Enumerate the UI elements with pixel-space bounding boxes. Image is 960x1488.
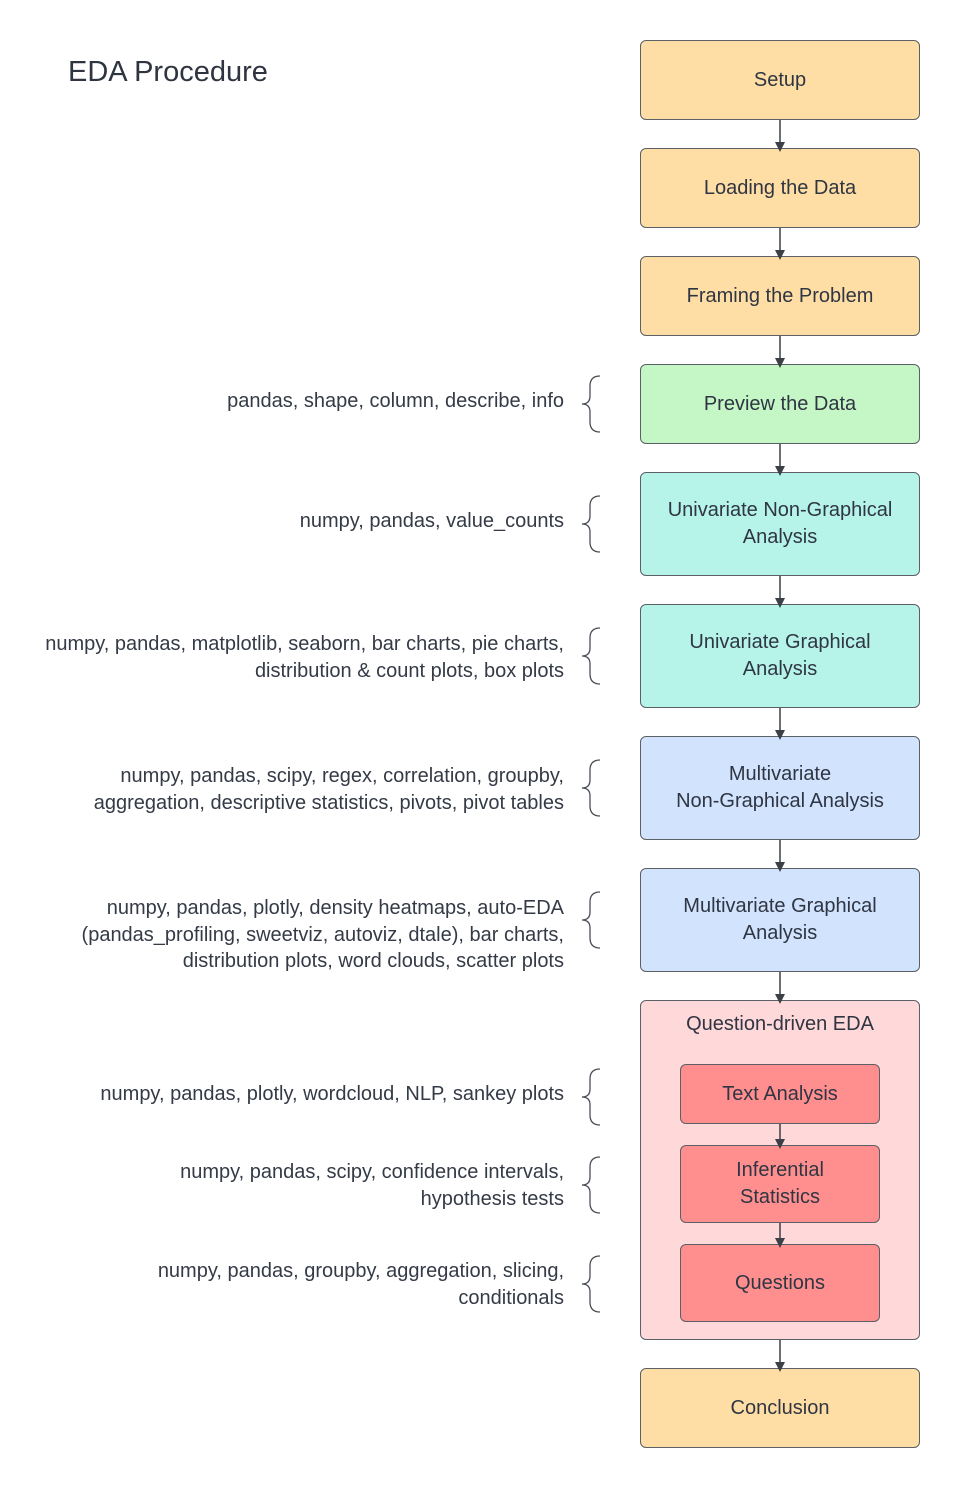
brace-text-analysis [581, 1068, 601, 1126]
note-questions: numpy, pandas, groupby, aggregation, sli… [157, 1260, 564, 1309]
step-questions-label: Questions [734, 1271, 826, 1294]
step-conclusion-label: Conclusion [730, 1396, 830, 1419]
note-text-analysis: numpy, pandas, plotly, wordcloud, NLP, s… [100, 1083, 564, 1105]
brace-preview-data [581, 375, 601, 433]
question-driven-eda-label: Question-driven EDA [686, 1013, 874, 1035]
step-text-analysis-label: Text Analysis [722, 1082, 838, 1105]
step-questions: Questions [680, 1244, 880, 1322]
note-univariate-graphical: numpy, pandas, matplotlib, seaborn, bar … [45, 633, 564, 682]
note-multivariate-nongraphical: numpy, pandas, scipy, regex, correlation… [93, 765, 564, 814]
step-inferential-statistics-label: Inferential Statistics [736, 1159, 824, 1208]
step-multivariate-nongraphical-line1: Multivariate [728, 763, 832, 785]
brace-questions [581, 1255, 601, 1313]
step-multivariate-graphical: Multivariate Graphical Analysis [640, 868, 920, 972]
step-preview-data-label: Preview the Data [703, 392, 857, 415]
step-multivariate-nongraphical: Multivariate Non-Graphical Analysis [640, 736, 920, 840]
note-univariate-nongraphical: numpy, pandas, value_counts [299, 510, 564, 532]
step-multivariate-graphical-label: Multivariate Graphical Analysis [683, 895, 877, 944]
step-univariate-nongraphical-label: Univariate Non-Graphical Analysis [667, 499, 893, 548]
step-univariate-graphical-label: Univariate Graphical Analysis [689, 631, 871, 680]
note-inferential-statistics: numpy, pandas, scipy, confidence interva… [180, 1161, 564, 1210]
brace-multivariate-nongraphical [581, 759, 601, 817]
note-preview-data: pandas, shape, column, describe, info [227, 390, 564, 412]
brace-inferential-statistics [581, 1156, 601, 1214]
diagram-title: EDA Procedure [68, 56, 268, 88]
step-text-analysis: Text Analysis [680, 1064, 880, 1124]
brace-univariate-nongraphical [581, 495, 601, 553]
step-conclusion: Conclusion [640, 1368, 920, 1448]
brace-multivariate-graphical [581, 891, 601, 949]
brace-univariate-graphical [581, 627, 601, 685]
step-setup-label: Setup [753, 68, 807, 91]
step-inferential-statistics: Inferential Statistics [680, 1145, 880, 1223]
step-loading-data: Loading the Data [640, 148, 920, 228]
step-multivariate-nongraphical-line2: Non-Graphical Analysis [676, 790, 884, 812]
step-preview-data: Preview the Data [640, 364, 920, 444]
step-setup: Setup [640, 40, 920, 120]
step-loading-data-label: Loading the Data [703, 176, 857, 199]
step-framing-problem-label: Framing the Problem [686, 284, 874, 307]
note-multivariate-graphical: numpy, pandas, plotly, density heatmaps,… [81, 897, 564, 972]
